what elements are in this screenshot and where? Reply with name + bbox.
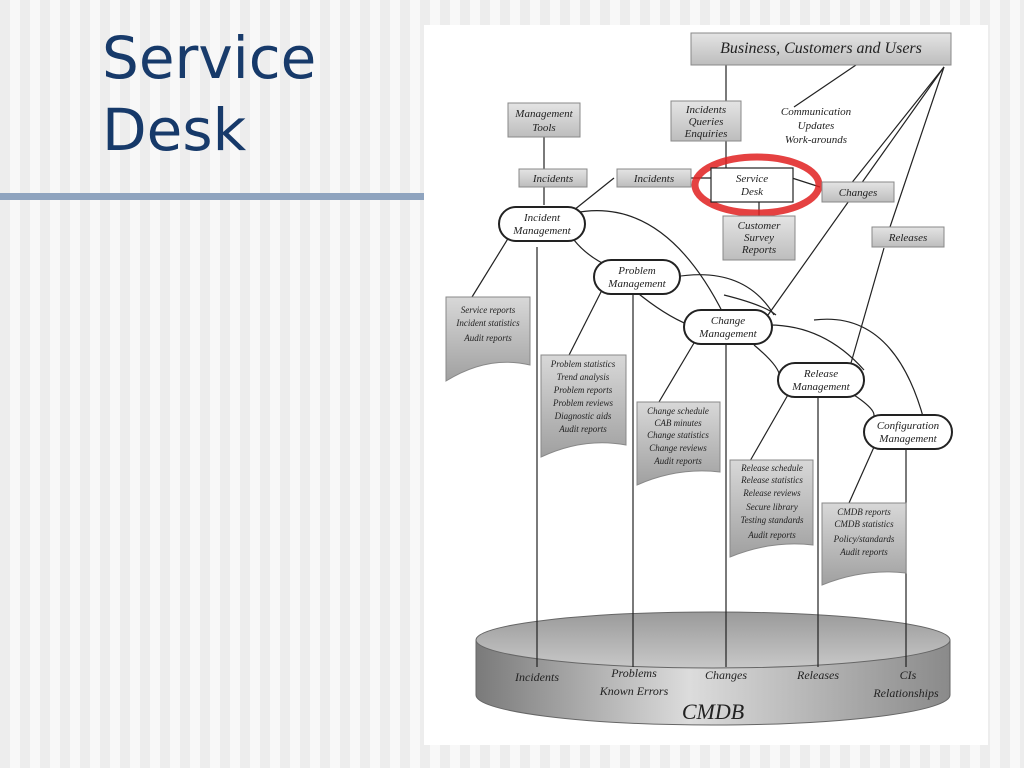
svg-text:Release reviews: Release reviews (742, 488, 801, 498)
svg-text:Changes: Changes (839, 187, 878, 199)
svg-text:Incidents: Incidents (685, 104, 726, 116)
svg-text:Incidents: Incidents (532, 173, 573, 185)
svg-text:Known Errors: Known Errors (599, 684, 669, 698)
svg-text:Incident statistics: Incident statistics (455, 318, 520, 328)
diagram-svg: Business, Customers and Users Management… (445, 32, 953, 726)
svg-text:Communication: Communication (781, 106, 852, 118)
svg-text:Incidents: Incidents (514, 670, 559, 684)
release-reports-doc: Release schedule Release statistics Rele… (729, 459, 814, 558)
svg-text:Problem statistics: Problem statistics (550, 359, 616, 369)
svg-text:Tools: Tools (532, 122, 555, 134)
svg-text:Desk: Desk (740, 186, 764, 198)
svg-text:Release: Release (803, 368, 838, 380)
svg-text:Change reviews: Change reviews (649, 443, 707, 453)
svg-text:Management: Management (791, 381, 850, 393)
svg-text:CIs: CIs (900, 668, 917, 682)
svg-text:Incident: Incident (523, 212, 561, 224)
svg-text:Queries: Queries (689, 116, 724, 128)
configuration-management-node: Configuration Management (863, 414, 953, 450)
svg-text:Management: Management (607, 278, 666, 290)
svg-text:Management: Management (878, 433, 937, 445)
release-management-node: Release Management (777, 362, 865, 398)
changes-box: Changes (821, 181, 895, 203)
svg-text:Changes: Changes (705, 668, 747, 682)
svg-text:Incidents: Incidents (633, 173, 674, 185)
svg-text:Customer: Customer (738, 220, 782, 232)
incident-management-node: Incident Management (498, 206, 586, 242)
svg-text:Change: Change (711, 315, 745, 327)
svg-text:Diagnostic aids: Diagnostic aids (554, 411, 612, 421)
cmdb-labels: Incidents Problems Known Errors Changes … (514, 666, 939, 724)
incidents-queries-box: Incidents Queries Enquiries (670, 100, 742, 142)
svg-text:CMDB statistics: CMDB statistics (834, 519, 894, 529)
management-tools-box: Management Tools (507, 102, 581, 138)
incidents-box-middle: Incidents (616, 168, 692, 188)
svg-text:Relationships: Relationships (872, 686, 939, 700)
svg-text:Release statistics: Release statistics (740, 475, 803, 485)
svg-text:Problem reviews: Problem reviews (552, 398, 614, 408)
service-reports-doc: Service reports Incident statistics Audi… (445, 296, 531, 382)
svg-text:Releases: Releases (796, 668, 839, 682)
service-desk-box: Service Desk (691, 153, 823, 217)
svg-text:Audit reports: Audit reports (653, 456, 702, 466)
svg-text:Configuration: Configuration (877, 420, 940, 432)
change-management-node: Change Management (683, 309, 773, 345)
svg-text:Management: Management (514, 108, 573, 120)
svg-text:Problems: Problems (610, 666, 657, 680)
svg-text:CMDB: CMDB (682, 699, 744, 724)
svg-text:Service: Service (736, 173, 768, 185)
svg-text:Change schedule: Change schedule (647, 406, 709, 416)
incidents-box-left: Incidents (518, 168, 588, 188)
svg-text:Audit reports: Audit reports (747, 530, 796, 540)
svg-text:Service reports: Service reports (461, 305, 516, 315)
customer-survey-reports-box: Customer Survey Reports (722, 215, 796, 261)
svg-text:Management: Management (698, 328, 757, 340)
svg-text:Secure library: Secure library (746, 502, 797, 512)
svg-text:Work-arounds: Work-arounds (785, 134, 847, 146)
communication-label: Communication Updates Work-arounds (781, 106, 852, 146)
svg-text:Survey: Survey (744, 232, 774, 244)
svg-text:Testing standards: Testing standards (740, 515, 804, 525)
slide-title: Service Desk (102, 22, 402, 166)
svg-text:CAB minutes: CAB minutes (654, 418, 702, 428)
svg-text:Trend analysis: Trend analysis (557, 372, 610, 382)
title-line-2: Desk (102, 96, 247, 164)
svg-text:CMDB reports: CMDB reports (837, 507, 891, 517)
svg-text:Updates: Updates (798, 120, 835, 132)
problem-reports-doc: Problem statistics Trend analysis Proble… (540, 354, 627, 458)
svg-text:Reports: Reports (741, 244, 776, 256)
svg-text:Management: Management (512, 225, 571, 237)
business-customers-users-box: Business, Customers and Users (690, 32, 952, 66)
svg-text:Problem reports: Problem reports (553, 385, 613, 395)
svg-text:Audit reports: Audit reports (839, 547, 888, 557)
itil-diagram: Business, Customers and Users Management… (424, 25, 988, 745)
svg-text:Policy/standards: Policy/standards (833, 534, 895, 544)
svg-text:Release schedule: Release schedule (740, 463, 803, 473)
problem-management-node: Problem Management (593, 259, 681, 295)
releases-box: Releases (871, 226, 945, 248)
svg-text:Problem: Problem (617, 265, 656, 277)
title-divider (0, 193, 425, 200)
svg-text:Audit reports: Audit reports (463, 333, 512, 343)
change-reports-doc: Change schedule CAB minutes Change stati… (636, 401, 721, 486)
svg-text:Change statistics: Change statistics (647, 430, 709, 440)
svg-text:Enquiries: Enquiries (684, 128, 728, 140)
cmdb-reports-doc: CMDB reports CMDB statistics Policy/stan… (821, 502, 907, 586)
title-line-1: Service (102, 24, 317, 92)
svg-text:Audit reports: Audit reports (558, 424, 607, 434)
cmdb-cylinder (475, 611, 951, 726)
svg-text:Business, Customers and Users: Business, Customers and Users (720, 40, 922, 57)
svg-text:Releases: Releases (888, 232, 927, 244)
